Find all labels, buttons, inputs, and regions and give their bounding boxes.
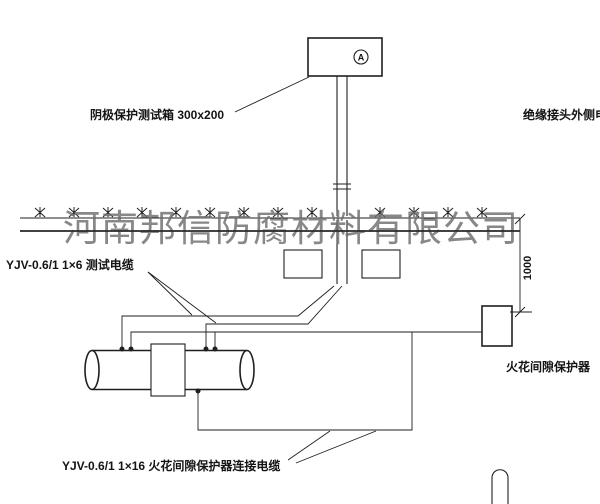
insulating-joint xyxy=(150,343,186,397)
test-cable-left xyxy=(121,285,335,347)
label-spark-gap-protector: 火花间隙保护器 xyxy=(506,359,591,374)
label-test-cable: YJV-0.6/1 1×6 测试电缆 xyxy=(6,257,134,272)
meter-letter: A xyxy=(358,53,365,63)
test-box: A xyxy=(307,37,383,77)
riser-conduit xyxy=(333,76,351,284)
protector-cable-right xyxy=(197,332,413,431)
pipeline xyxy=(84,343,255,397)
label-test-box: 阴极保护测试箱 300x200 xyxy=(90,107,224,122)
leader-lines xyxy=(147,76,377,464)
cables xyxy=(121,285,482,431)
dimension-text: 1000 xyxy=(522,256,534,280)
label-protector-cable: YJV-0.6/1 1×16 火花间隙保护器连接电缆 xyxy=(62,458,280,473)
concrete-blocks xyxy=(283,249,401,279)
protector-cable-left xyxy=(130,331,482,347)
spark-gap-protector xyxy=(481,305,513,347)
test-cable-right xyxy=(205,285,343,347)
dimension-1000: 1000 xyxy=(510,213,534,318)
pipe-riser-symbol xyxy=(491,469,509,504)
grass-marks xyxy=(34,206,488,218)
label-insulated-joint-cable: 绝缘接头外侧电缆 xyxy=(523,107,600,122)
meter-circle xyxy=(353,49,369,65)
